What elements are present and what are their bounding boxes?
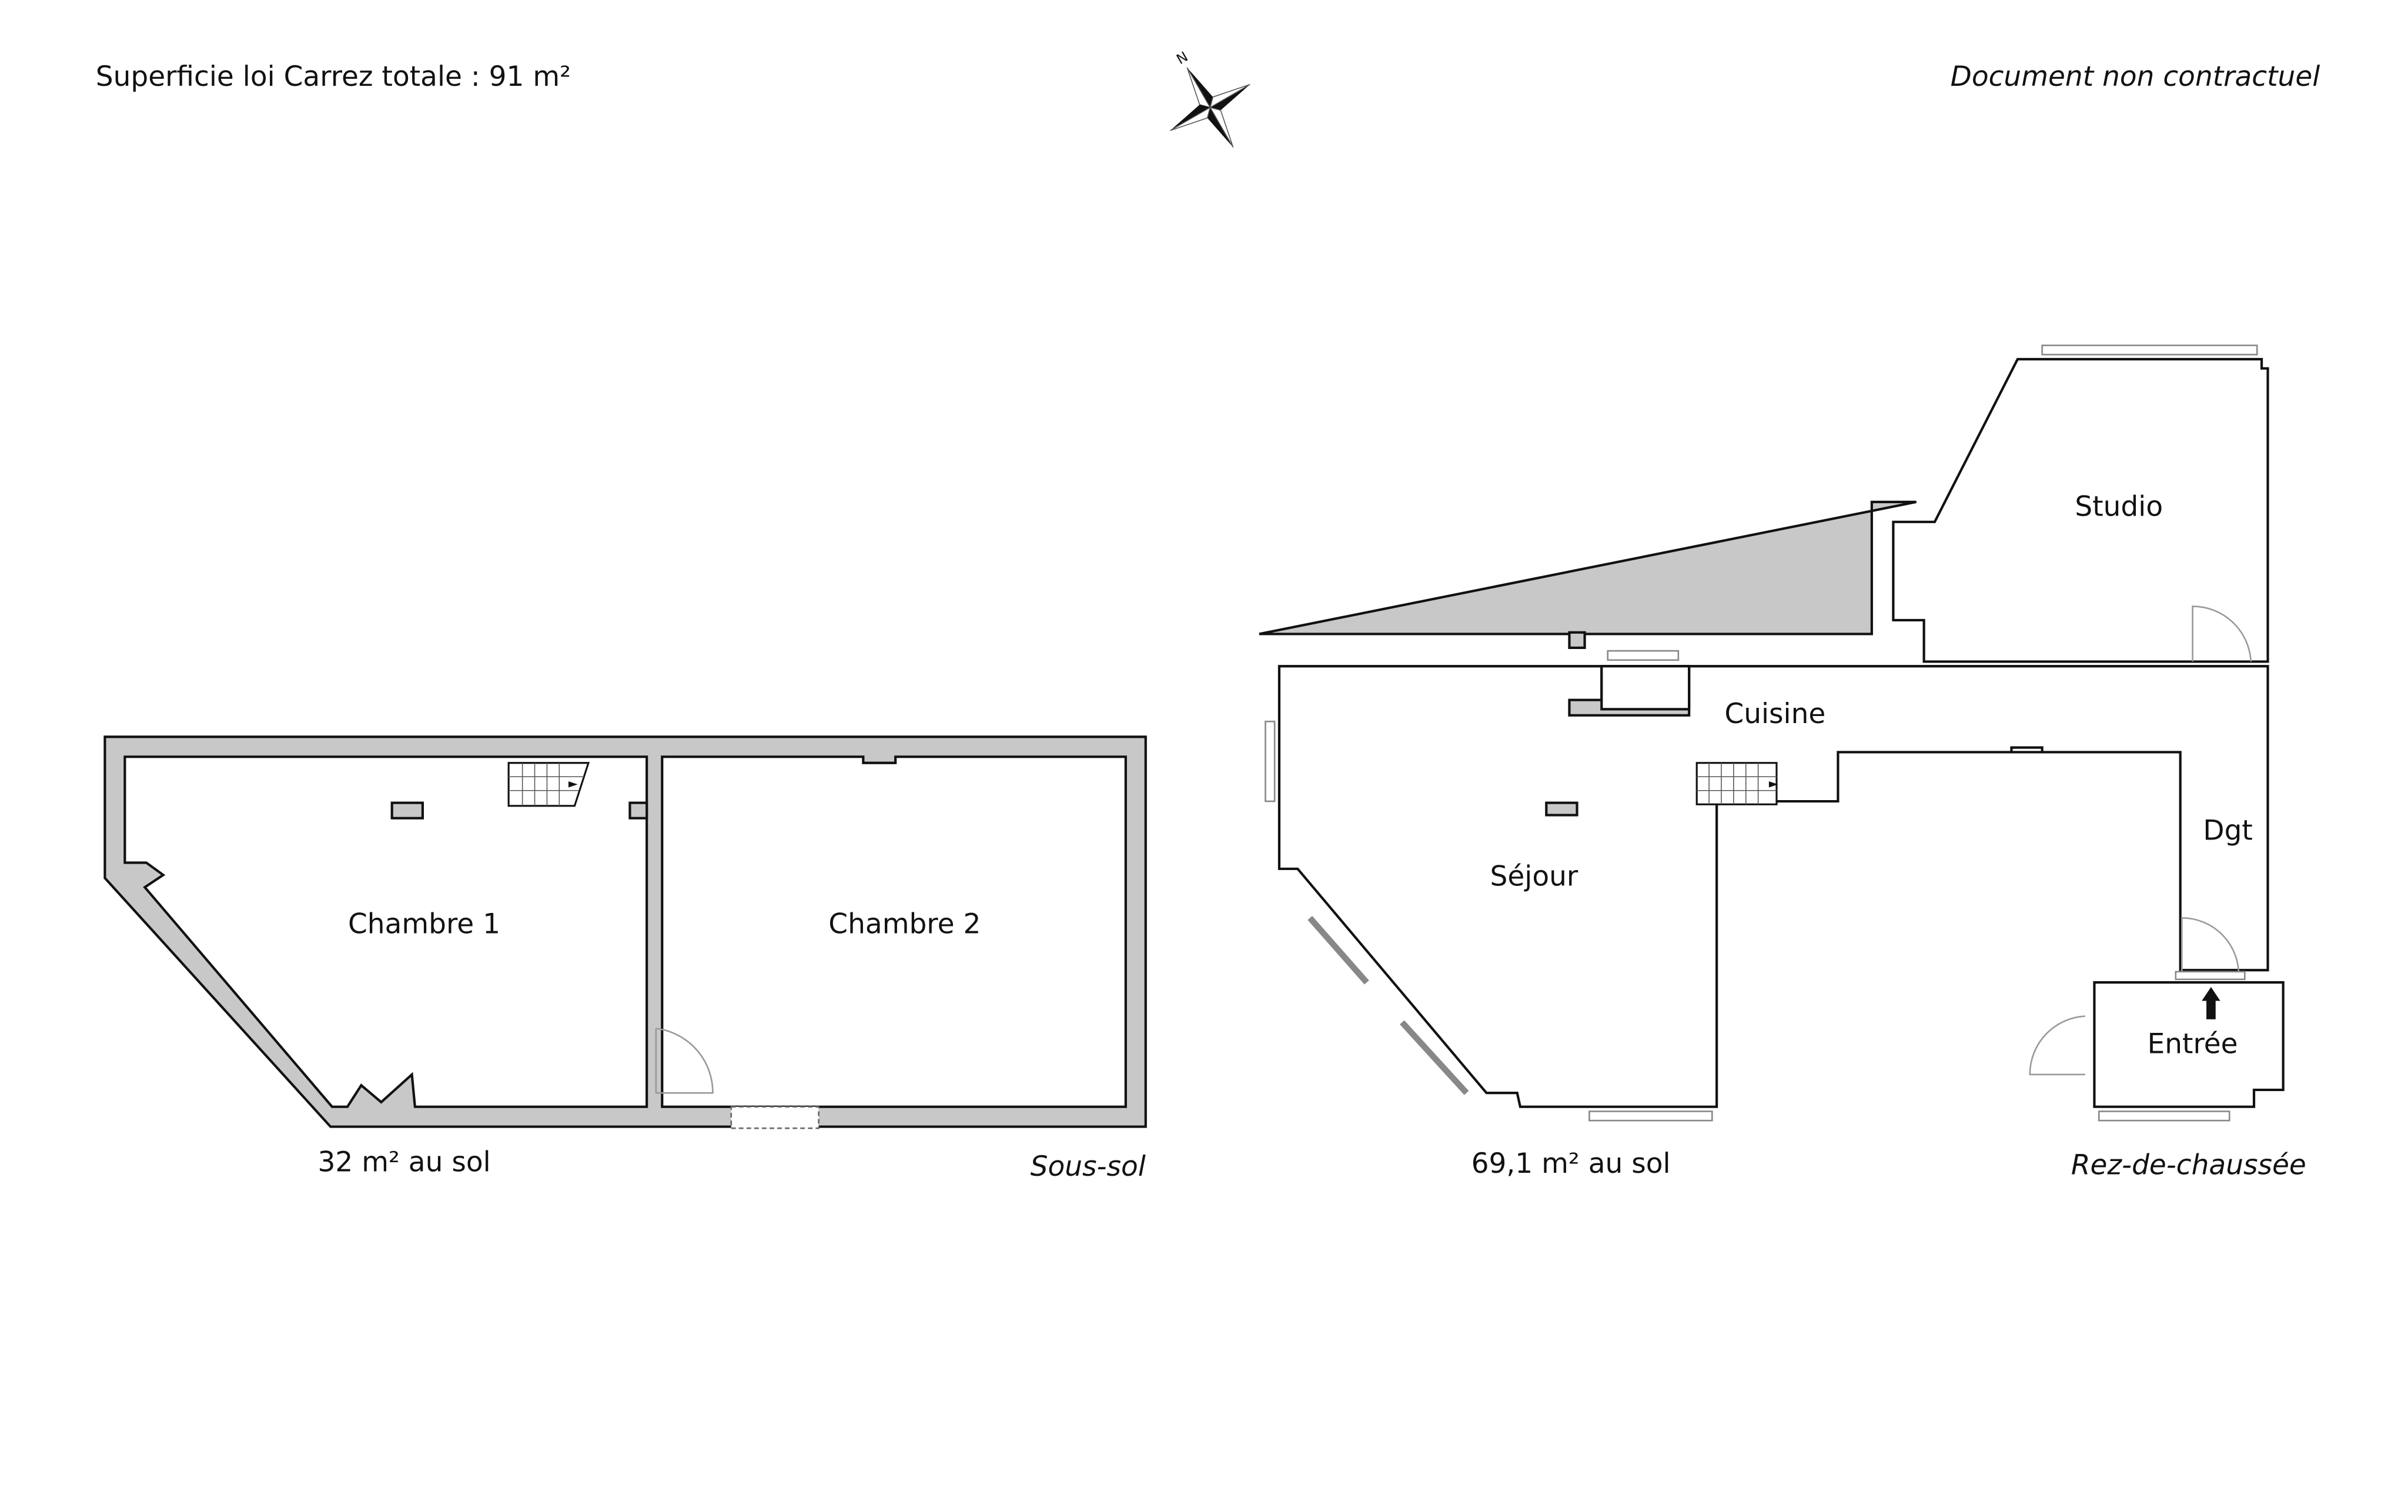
staircase-icon <box>1695 762 1778 805</box>
room-label-chambre-2: Chambre 2 <box>828 908 981 941</box>
room-sejour-cuisine <box>1277 665 2269 1108</box>
compass-north-label: N <box>1173 48 1190 68</box>
basement-plan: Chambre 1 Chambre 2 32 m² au sol Sous-so… <box>103 735 1147 1183</box>
disclaimer-text: Document non contractuel <box>1951 61 2320 93</box>
room-studio <box>1892 357 2269 663</box>
ground-floor-plan: Studio Cuisine Séjour Dgt Entrée 69,1 m²… <box>1259 344 2306 1182</box>
room-label-chambre-1: Chambre 1 <box>348 908 500 941</box>
door-icon <box>2029 606 2252 1076</box>
room-label-entree: Entrée <box>2148 1028 2238 1060</box>
room-label-cuisine: Cuisine <box>1724 698 1825 730</box>
entrance-arrow-icon <box>2202 986 2220 1019</box>
basement-level-label: Sous-sol <box>1031 1150 1146 1183</box>
ground-floor-area: 69,1 m² au sol <box>1471 1148 1671 1180</box>
room-label-sejour: Séjour <box>1490 861 1578 893</box>
kitchen-counter <box>1600 665 1691 711</box>
windows <box>1265 344 2258 1122</box>
door-icon <box>655 1028 714 1094</box>
room-entree <box>2093 981 2285 1108</box>
room-label-studio: Studio <box>2075 490 2163 523</box>
staircase-icon <box>507 762 590 807</box>
basement-area: 32 m² au sol <box>318 1146 491 1178</box>
chimney-flue <box>1545 801 1578 817</box>
room-label-dgt: Dgt <box>2203 814 2252 847</box>
ground-floor-level-label: Rez-de-chaussée <box>2071 1149 2306 1182</box>
chimney-flue <box>390 801 424 819</box>
room-chambre-1 <box>123 755 648 1108</box>
total-area-text: Superficie loi Carrez totale : 91 m² <box>96 61 571 93</box>
compass-icon: N <box>1170 48 1250 148</box>
basement-hatch <box>730 1106 820 1129</box>
